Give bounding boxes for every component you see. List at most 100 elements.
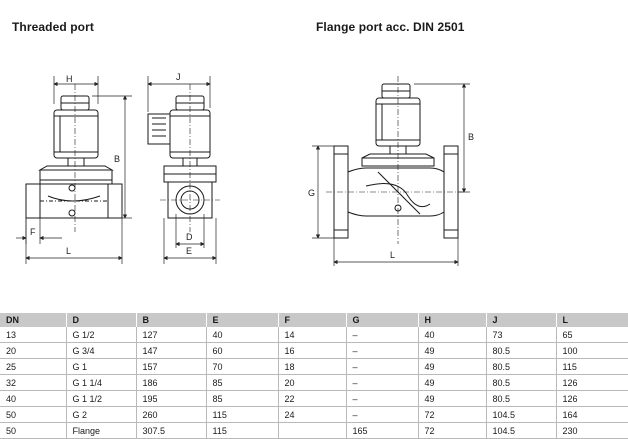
table-cell-j: 104.5: [486, 422, 557, 439]
table-cell-h: 49: [418, 390, 487, 407]
table-cell-g: –: [346, 327, 419, 343]
flange-port-heading: Flange port acc. DIN 2501: [316, 20, 465, 34]
label-d: D: [186, 232, 193, 242]
column-header-g: G: [346, 313, 419, 327]
dimension-b-flange: [414, 83, 470, 193]
column-header-dn: DN: [0, 313, 67, 327]
table-cell-e: 70: [206, 358, 279, 375]
table-cell-g: –: [346, 358, 419, 375]
table-cell-b: 147: [136, 342, 207, 359]
table-cell-dn: 50: [0, 422, 67, 439]
table-cell-j: 80.5: [486, 358, 557, 375]
table-cell-e: 60: [206, 342, 279, 359]
label-l-threaded: L: [66, 246, 71, 256]
table-cell-l: 164: [556, 406, 628, 423]
table-cell-h: 49: [418, 374, 487, 391]
threaded-port-heading: Threaded port: [12, 20, 94, 34]
dimension-e: [163, 218, 217, 264]
table-cell-j: 73: [486, 327, 557, 343]
table-cell-e: 115: [206, 406, 279, 423]
dimension-l-threaded: [25, 218, 123, 264]
dimension-h: [53, 76, 99, 104]
table-cell-f: [278, 422, 347, 439]
threaded-end-view: [147, 84, 220, 232]
table-cell-f: 14: [278, 327, 347, 343]
table-cell-d: Flange: [66, 422, 137, 439]
table-cell-b: 307.5: [136, 422, 207, 439]
column-header-d: D: [66, 313, 137, 327]
dimension-f: [16, 218, 62, 244]
table-cell-l: 115: [556, 358, 628, 375]
column-header-e: E: [206, 313, 279, 327]
table-cell-f: 24: [278, 406, 347, 423]
label-g: G: [308, 188, 315, 198]
label-h: H: [66, 74, 73, 84]
dimension-g: [312, 145, 334, 239]
table-cell-b: 186: [136, 374, 207, 391]
threaded-side-view: [25, 84, 123, 232]
table-cell-g: –: [346, 374, 419, 391]
table-cell-j: 80.5: [486, 342, 557, 359]
table-cell-d: G 1: [66, 358, 137, 375]
table-cell-d: G 2: [66, 406, 137, 423]
table-cell-j: 80.5: [486, 390, 557, 407]
table-cell-f: 20: [278, 374, 347, 391]
table-cell-l: 230: [556, 422, 628, 439]
table-cell-h: 49: [418, 342, 487, 359]
dimension-l-flange: [333, 238, 459, 266]
table-cell-f: 18: [278, 358, 347, 375]
column-header-b: B: [136, 313, 207, 327]
table-cell-b: 127: [136, 327, 207, 343]
table-cell-e: 40: [206, 327, 279, 343]
column-header-f: F: [278, 313, 347, 327]
table-cell-dn: 20: [0, 342, 67, 359]
table-cell-b: 195: [136, 390, 207, 407]
table-cell-h: 72: [418, 406, 487, 423]
table-cell-dn: 50: [0, 406, 67, 423]
table-cell-e: 115: [206, 422, 279, 439]
table-cell-dn: 25: [0, 358, 67, 375]
table-cell-d: G 1/2: [66, 327, 137, 343]
table-cell-b: 260: [136, 406, 207, 423]
table-cell-l: 126: [556, 374, 628, 391]
flange-view: [326, 76, 466, 244]
table-cell-h: 40: [418, 327, 487, 343]
table-cell-h: 49: [418, 358, 487, 375]
label-j: J: [176, 72, 181, 82]
label-f: F: [30, 227, 36, 237]
column-header-h: H: [418, 313, 487, 327]
table-cell-l: 126: [556, 390, 628, 407]
label-l-flange: L: [390, 250, 395, 260]
table-cell-dn: 13: [0, 327, 67, 343]
table-cell-g: –: [346, 390, 419, 407]
dimension-d: [175, 214, 205, 248]
table-cell-dn: 32: [0, 374, 67, 391]
dimension-drawings: H B F L: [16, 72, 474, 266]
column-header-l: L: [556, 313, 628, 327]
table-cell-l: 65: [556, 327, 628, 343]
table-cell-d: G 1 1/2: [66, 390, 137, 407]
table-cell-g: –: [346, 342, 419, 359]
table-cell-dn: 40: [0, 390, 67, 407]
table-cell-d: G 3/4: [66, 342, 137, 359]
table-cell-l: 100: [556, 342, 628, 359]
table-cell-d: G 1 1/4: [66, 374, 137, 391]
table-cell-j: 80.5: [486, 374, 557, 391]
label-b-flange: B: [468, 132, 474, 142]
table-cell-f: 22: [278, 390, 347, 407]
table-cell-g: –: [346, 406, 419, 423]
table-cell-e: 85: [206, 390, 279, 407]
table-cell-f: 16: [278, 342, 347, 359]
label-e: E: [186, 246, 192, 256]
table-cell-b: 157: [136, 358, 207, 375]
